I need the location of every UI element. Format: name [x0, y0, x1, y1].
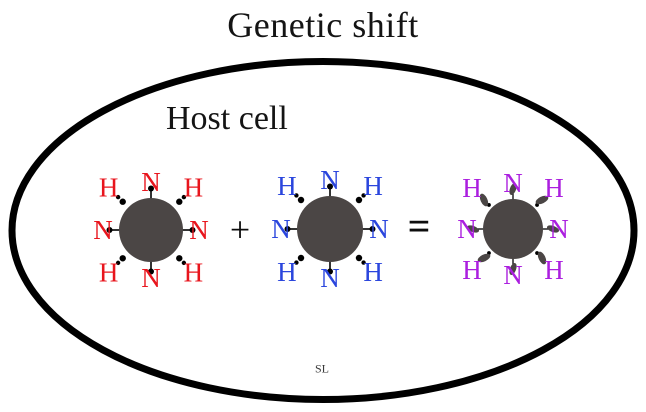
spike-dot-outer [361, 260, 366, 265]
equals-operator: = [407, 203, 431, 249]
spike-dot-inner [119, 198, 126, 205]
spike-blob [479, 193, 489, 207]
antigen-label-top-right: H [184, 173, 204, 203]
spike-dot-outer [361, 193, 366, 198]
spike-blob [509, 262, 517, 276]
antigen-label-right: N [549, 214, 569, 244]
antigen-label-bottom-left: H [462, 255, 482, 285]
spike-tip-dot [148, 185, 154, 192]
spike-dot-outer [115, 194, 121, 200]
spike-dot-inner [355, 196, 363, 204]
spike-tip-dot [189, 227, 196, 233]
antigen-label-bottom-right: H [184, 257, 204, 287]
spike-dot-outer [294, 193, 299, 198]
plus-operator: + [229, 209, 251, 250]
antigen-label-bottom-left: H [277, 257, 297, 287]
antigen-label-top: N [141, 167, 161, 197]
spike-blob [546, 225, 560, 233]
host-cell-label: Host cell [166, 100, 288, 137]
spike-dot-inner [355, 254, 363, 262]
spike-tip-dot [327, 183, 333, 190]
antigen-label-left: N [271, 214, 291, 244]
spike-dot-inner [119, 255, 126, 262]
antigen-label-top: N [503, 168, 523, 198]
spike-blob [466, 225, 480, 233]
antigen-label-bottom-right: H [363, 257, 383, 287]
virus-body [297, 196, 363, 262]
diagram-title: Genetic shift [227, 5, 419, 45]
antigen-label-top-left: H [277, 171, 297, 201]
spike-dot-outer [115, 260, 121, 266]
antigen-label-right: N [369, 214, 389, 244]
host-cell-membrane [8, 58, 638, 403]
antigen-label-bottom-left: H [99, 257, 119, 287]
spike-dot-inner [297, 196, 305, 204]
antigen-label-top: N [320, 165, 340, 195]
spike-blob [477, 253, 491, 263]
antigen-label-right: N [189, 215, 209, 245]
virus-body [483, 199, 543, 259]
spike-dot-outer [294, 260, 299, 265]
spike-dot-inner [176, 255, 183, 262]
antigen-label-top-right: H [544, 173, 564, 203]
spike-blob [509, 182, 517, 196]
virus-body [119, 198, 183, 262]
spike-dot-outer [181, 260, 187, 266]
antigen-label-bottom-right: H [544, 255, 564, 285]
antigen-label-left: N [457, 214, 477, 244]
spike-tip-dot [369, 226, 376, 232]
antigen-label-top-left: H [462, 173, 482, 203]
spike-dot-inner [297, 254, 305, 262]
antigen-label-bottom: N [320, 263, 340, 293]
antigen-label-top-left: H [99, 173, 119, 203]
spike-tip-dot [327, 268, 333, 275]
antigen-label-left: N [93, 215, 113, 245]
spike-dot-outer [181, 194, 187, 200]
signature-text: SL [314, 361, 330, 376]
spike-dot-inner [176, 198, 183, 205]
antigen-label-bottom: N [503, 260, 523, 290]
spike-tip-dot [284, 226, 291, 232]
spike-tip-dot [106, 227, 113, 233]
spike-blob [537, 251, 547, 265]
antigen-label-top-right: H [363, 171, 383, 201]
antigen-label-bottom: N [141, 263, 161, 293]
spike-tip-dot [148, 268, 154, 275]
spike-blob [535, 195, 549, 205]
